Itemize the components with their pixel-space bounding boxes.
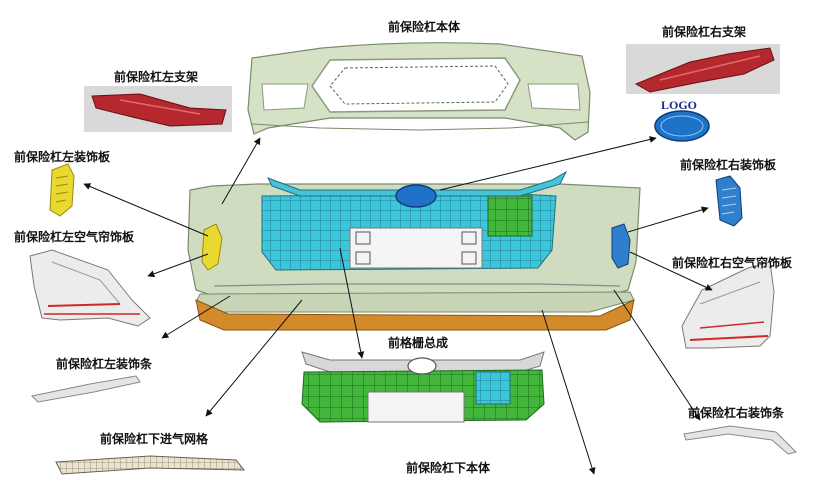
label-right-bracket: 前保险杠右支架 bbox=[662, 25, 747, 39]
right-trim-strip-part bbox=[683, 425, 797, 455]
label-left-trim-strip: 前保险杠左装饰条 bbox=[56, 357, 153, 371]
label-left-bracket: 前保险杠左支架 bbox=[114, 70, 199, 84]
label-left-trim-panel: 前保险杠左装饰板 bbox=[14, 150, 111, 164]
right-trim-panel-part bbox=[715, 175, 743, 227]
label-logo: LOGO bbox=[661, 98, 698, 112]
label-right-trim-strip: 前保险杠右装饰条 bbox=[688, 406, 785, 420]
left-trim-panel-part bbox=[49, 163, 75, 217]
left-bracket-part bbox=[84, 86, 232, 132]
label-lower-body: 前保险杠下本体 bbox=[406, 461, 491, 475]
left-trim-strip-part bbox=[30, 375, 141, 403]
bumper-body-part bbox=[247, 42, 591, 141]
logo-part bbox=[654, 110, 710, 142]
assembled-bumper bbox=[187, 170, 641, 331]
label-left-air-curtain: 前保险杠左空气帘饰板 bbox=[14, 230, 135, 244]
right-bracket-part bbox=[626, 44, 780, 94]
leader-arrows bbox=[83, 136, 713, 475]
grille-assembly-part bbox=[301, 351, 545, 423]
label-bumper-body: 前保险杠本体 bbox=[388, 20, 461, 34]
label-right-trim-panel: 前保险杠右装饰板 bbox=[680, 158, 777, 172]
lower-grille-part bbox=[55, 455, 246, 475]
label-lower-grille: 前保险杠下进气网格 bbox=[100, 432, 209, 446]
label-right-air-curtain: 前保险杠右空气帘饰板 bbox=[672, 256, 793, 270]
label-grille-assembly: 前格栅总成 bbox=[388, 336, 449, 350]
left-air-curtain-part bbox=[29, 249, 151, 327]
right-air-curtain-part bbox=[681, 261, 775, 349]
